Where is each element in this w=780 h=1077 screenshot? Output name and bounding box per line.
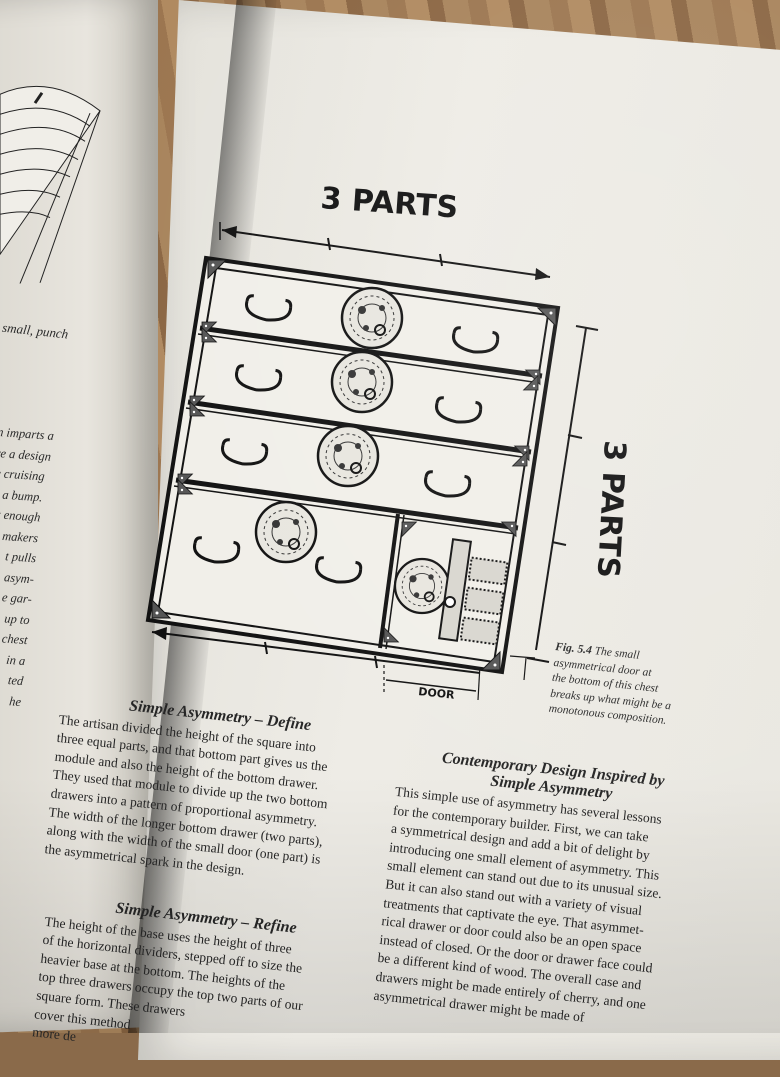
left-book-page: small, punch n imparts a ve a design e c…	[0, 0, 158, 1034]
top-dimension-label: 3 PARTS	[319, 181, 459, 226]
small-door-hardware	[437, 538, 509, 646]
left-text-line: up to	[3, 610, 31, 627]
side-dimension-label: 3 PARTS	[590, 440, 632, 579]
left-page-caption-fragment: small, punch	[1, 319, 70, 342]
left-text-line: ted	[7, 673, 24, 689]
left-page-text-fragments: n imparts a ve a design e cruising r a b…	[0, 422, 55, 712]
left-text-line: he	[8, 693, 22, 709]
left-text-line: e gar-	[1, 590, 33, 607]
left-text-line: asym-	[3, 569, 35, 586]
left-text-line: t enough	[0, 507, 42, 525]
top-dimension-line	[219, 222, 551, 280]
door-dimension-label: DOOR	[418, 685, 456, 702]
left-text-line: makers	[1, 528, 39, 545]
left-page-illustration	[0, 85, 101, 284]
left-text-line: n imparts a	[0, 424, 55, 443]
side-dimension-line	[526, 325, 599, 663]
chest-drawing-figure: 3 PARTS 3 PARTS DOOR	[145, 181, 632, 702]
section-contemporary-design: Contemporary Design Inspired by Simple A…	[373, 745, 709, 1037]
left-text-line: e cruising	[0, 466, 46, 484]
figure-caption: Fig. 5.4 The small asymmetrical door at …	[548, 640, 685, 731]
left-text-line: in a	[5, 652, 27, 668]
figure-number: Fig. 5.4	[554, 640, 593, 657]
caption-line: The small	[594, 645, 641, 662]
left-text-line: r a bump.	[0, 487, 44, 504]
left-text-line: chest	[1, 631, 29, 648]
bottom-dimension-line	[151, 627, 536, 701]
section-simple-asymmetry-define: Simple Asymmetry – Define The artisan di…	[44, 690, 380, 893]
left-text-line: t pulls	[4, 549, 37, 566]
